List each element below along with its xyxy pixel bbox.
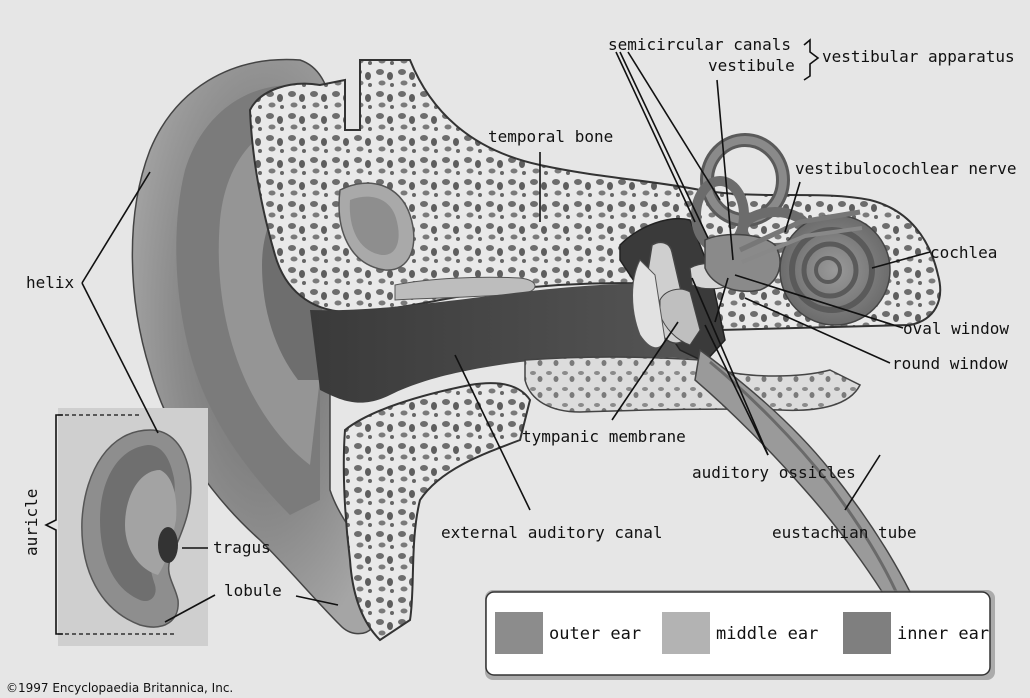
label-temporal-bone: temporal bone [488, 127, 613, 146]
label-lobule: lobule [224, 581, 282, 600]
label-vestibular-apparatus: vestibular apparatus [822, 47, 1015, 66]
label-cochlea: cochlea [930, 243, 997, 262]
label-semicircular-canals: semicircular canals [608, 35, 791, 54]
label-tympanic-membrane: tympanic membrane [522, 427, 686, 446]
label-tragus: tragus [213, 538, 271, 557]
bony-ridge-shape [525, 357, 860, 412]
label-oval-window: oval window [903, 319, 1009, 338]
legend-label-outer-ear: outer ear [549, 624, 641, 644]
legend-swatch-middle-ear [662, 612, 710, 654]
label-external-auditory-canal: external auditory canal [441, 523, 663, 542]
label-vestibule: vestibule [708, 56, 795, 75]
label-auricle: auricle [22, 489, 41, 556]
label-auditory-ossicles: auditory ossicles [692, 463, 856, 482]
copyright-notice: ©1997 Encyclopaedia Britannica, Inc. [6, 681, 233, 695]
legend: outer ear middle ear inner ear [485, 590, 995, 680]
label-round-window: round window [892, 354, 1008, 373]
label-eustachian-tube: eustachian tube [772, 523, 917, 542]
label-helix: helix [26, 273, 75, 292]
legend-swatch-inner-ear [843, 612, 891, 654]
label-vestibulocochlear-nerve: vestibulocochlear nerve [795, 159, 1017, 178]
legend-label-inner-ear: inner ear [897, 624, 989, 644]
legend-label-middle-ear: middle ear [716, 624, 818, 644]
legend-swatch-outer-ear [495, 612, 543, 654]
